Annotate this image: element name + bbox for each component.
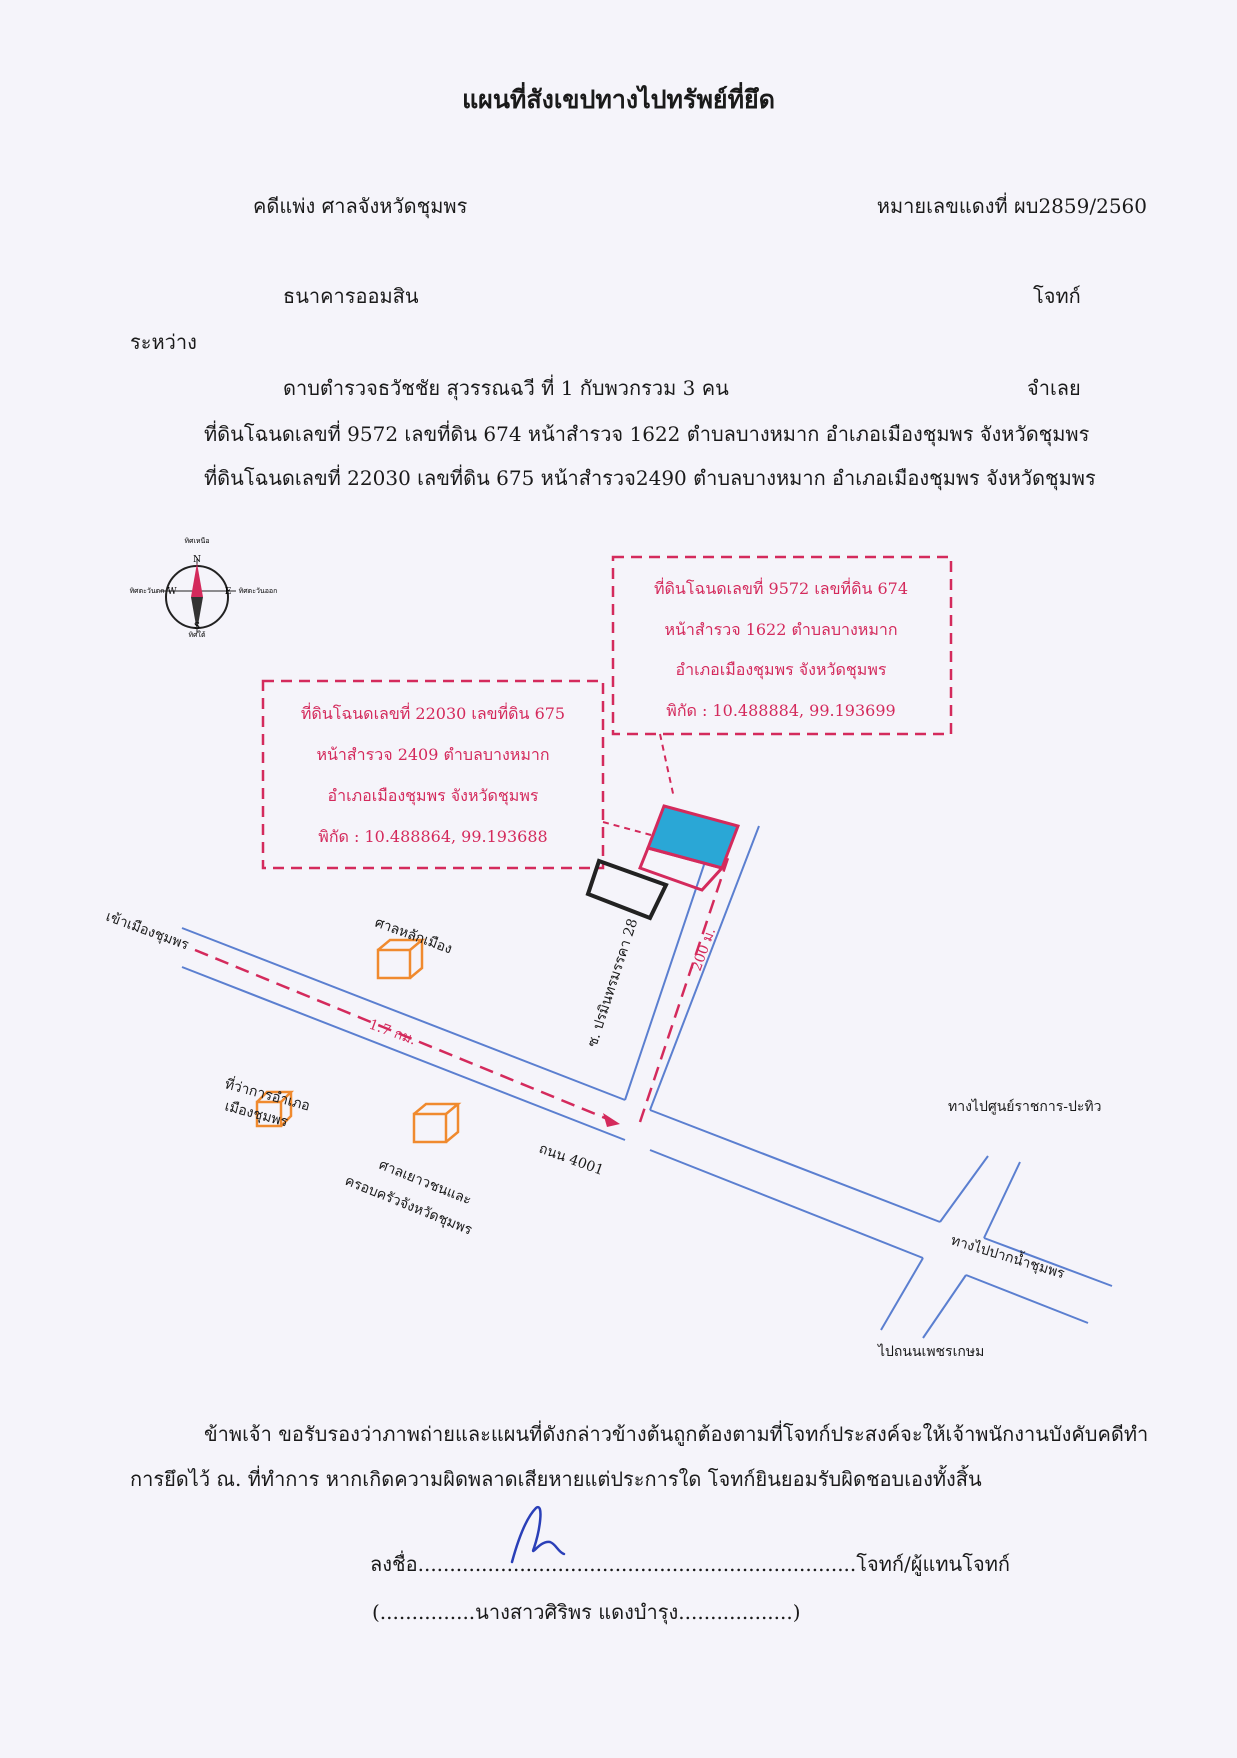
route-arrowhead-icon [603, 1113, 620, 1127]
compass-s: S [194, 622, 200, 632]
label-to-gov-center: ทางไปศูนย์ราชการ-ปะทิว [948, 1098, 1101, 1115]
parcel-right-line1: ที่ดินโฉนดเลขที่ 9572 เลขที่ดิน 674 [654, 577, 908, 598]
label-soi: ซ. ปรมินทรมรรคา 28 [585, 917, 642, 1050]
compass-icon: N S E W ทิศเหนือ ทิศใต้ ทิศตะวันออก ทิศต… [130, 537, 278, 639]
juvenile-court-box-icon [412, 1102, 462, 1144]
plaintiff-role: โจทก์ [1033, 284, 1081, 308]
shrine-box-icon [376, 938, 426, 980]
signer-name-line: (...............นางสาวศิริพร แดงบำรุง...… [372, 1600, 801, 1624]
label-to-city: เข้าเมืองชุมพร [104, 909, 192, 954]
label-road-4001: ถนน 4001 [537, 1141, 606, 1179]
signature-line: ลงชื่อ..................................… [370, 1552, 1010, 1576]
road-soi [624, 825, 760, 1111]
property-line-2: ที่ดินโฉนดเลขที่ 22030 เลขที่ดิน 675 หน้… [204, 466, 1096, 490]
parcel-right-line3: อำเภอเมืองชุมพร จังหวัดชุมพร [676, 660, 887, 680]
compass-east-th: ทิศตะวันออก [239, 587, 278, 595]
label-to-phetkasem: ไปถนนเพชรเกษม [877, 1343, 984, 1360]
red-case-number: หมายเลขแดงที่ ผบ2859/2560 [876, 194, 1147, 218]
compass-south-th: ทิศใต้ [188, 630, 205, 639]
compass-w: W [167, 587, 177, 597]
between-label: ระหว่าง [130, 330, 197, 354]
document-title: แผนที่สังเขปทางไปทรัพย์ที่ยึด [462, 85, 775, 114]
handwritten-signature-icon [510, 1506, 566, 1564]
label-distance-soi: 200 ม. [689, 926, 719, 974]
parcel-left-line4: พิกัด : 10.488864, 99.193688 [318, 827, 547, 846]
property-line-1: ที่ดินโฉนดเลขที่ 9572 เลขที่ดิน 674 หน้า… [204, 422, 1090, 446]
route-path [194, 851, 732, 1123]
parcel-left-line2: หน้าสำรวจ 2409 ตำบลบางหมาก [316, 745, 549, 764]
parcel-label-box-left [261, 679, 605, 870]
compass-e: E [225, 587, 232, 597]
parcel-674-675 [638, 804, 740, 892]
compass-north-th: ทิศเหนือ [184, 537, 209, 545]
parcel-right-line4: พิกัด : 10.488884, 99.193699 [666, 701, 895, 720]
label-distance-road: 1.7 กม. [367, 1017, 418, 1049]
defendant-role: จำเลย [1027, 376, 1081, 400]
road-cross [880, 1155, 1021, 1339]
sketch-map: N S E W ทิศเหนือ ทิศใต้ ทิศตะวันออก ทิศต… [104, 537, 1113, 1360]
compass-west-th: ทิศตะวันตก [130, 587, 165, 595]
parcel-left-line3: อำเภอเมืองชุมพร จังหวัดชุมพร [328, 786, 539, 806]
plaintiff-name: ธนาคารออมสิน [283, 284, 419, 308]
compass-n: N [193, 555, 201, 565]
road-4001 [181, 927, 1113, 1324]
case-type: คดีแพ่ง ศาลจังหวัดชุมพร [253, 194, 468, 218]
neighbor-parcel [585, 858, 669, 921]
certification-line-1: ข้าพเจ้า ขอรับรองว่าภาพถ่ายและแผนที่ดังก… [204, 1422, 1149, 1446]
parcel-right-line2: หน้าสำรวจ 1622 ตำบลบางหมาก [664, 620, 897, 639]
parcel-label-box-right [611, 555, 953, 736]
defendant-name: ดาบตำรวจธวัชชัย สุวรรณฉวี ที่ 1 กับพวกรว… [283, 376, 729, 400]
district-office-box-icon [255, 1090, 295, 1128]
certification-line-2: การยึดไว้ ณ. ที่ทำการ หากเกิดความผิดพลาด… [130, 1467, 982, 1491]
parcel-left-line1: ที่ดินโฉนดเลขที่ 22030 เลขที่ดิน 675 [301, 702, 565, 723]
